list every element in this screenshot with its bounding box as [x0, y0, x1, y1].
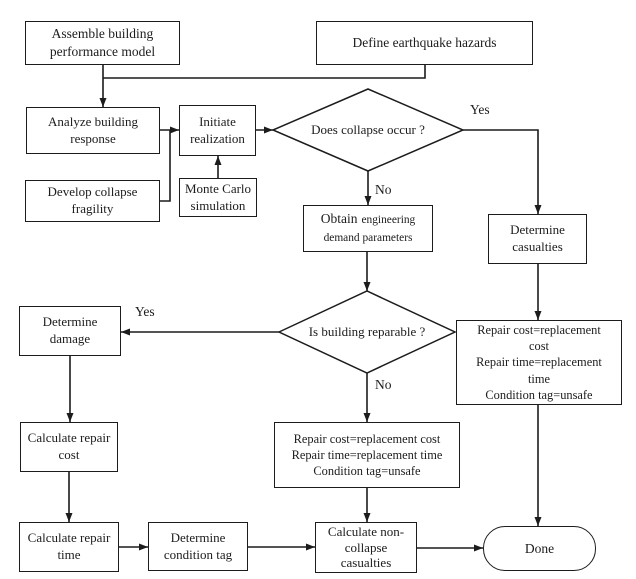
node-develop-collapse-fragility: Develop collapse fragility: [25, 180, 160, 222]
node-label: Repair cost=replacement cost Repair time…: [476, 323, 602, 402]
node-label-word: engineering: [361, 214, 416, 227]
node-label: Initiate realization: [190, 113, 245, 146]
node-label: Determine condition tag: [163, 529, 233, 562]
edge-label-reparable-yes: Yes: [135, 304, 155, 319]
node-assemble-building-performance-model: Assemble building performance model: [25, 21, 180, 65]
node-label: Monte Carlo simulation: [184, 180, 252, 213]
node-label: Calculate repair time: [27, 530, 111, 562]
node-label: Done: [524, 540, 555, 556]
node-label: Calculate non- collapse casualties: [327, 523, 405, 571]
node-repair-unsafe-center: Repair cost=replacement cost Repair time…: [274, 422, 460, 488]
node-label: Define earthquake hazards: [352, 35, 497, 51]
node-calculate-non-collapse-casualties: Calculate non- collapse casualties: [315, 522, 417, 573]
edge-fragility-to-junction: [160, 130, 171, 202]
node-initiate-realization: Initiate realization: [179, 105, 256, 156]
edge-label-collapse-yes: Yes: [470, 102, 490, 117]
node-calculate-repair-cost: Calculate repair cost: [20, 422, 118, 472]
decision-does-collapse-occur-label: Does collapse occur ?: [278, 120, 458, 140]
node-label-line: demand parameters: [323, 232, 413, 245]
node-determine-damage: Determine damage: [19, 306, 121, 356]
node-determine-condition-tag: Determine condition tag: [148, 522, 248, 571]
node-label: Assemble building performance model: [49, 26, 156, 59]
node-calculate-repair-time: Calculate repair time: [19, 522, 119, 572]
node-repair-unsafe-right: Repair cost=replacement cost Repair time…: [456, 320, 622, 405]
node-label-word: Obtain: [320, 211, 358, 227]
edge-label-collapse-no: No: [375, 182, 392, 197]
node-label: Repair cost=replacement cost Repair time…: [291, 431, 443, 479]
node-monte-carlo-simulation: Monte Carlo simulation: [179, 178, 257, 217]
node-label: Determine damage: [42, 314, 98, 346]
decision-label: Is building reparable ?: [308, 324, 426, 339]
node-define-earthquake-hazards: Define earthquake hazards: [316, 21, 533, 65]
edge-collapse-yes-to-casualties: [463, 129, 542, 214]
node-label: Calculate repair cost: [27, 430, 111, 462]
terminator-done: Done: [483, 526, 596, 571]
decision-is-building-reparable-shape: [277, 290, 457, 374]
edge-label-reparable-no: No: [375, 377, 392, 392]
decision-is-building-reparable-label: Is building reparable ?: [277, 322, 457, 342]
node-label: Develop collapse fragility: [47, 184, 138, 216]
decision-label: Does collapse occur ?: [311, 122, 425, 137]
node-label: Determine casualties: [510, 222, 565, 254]
edge-define-to-junction: [103, 65, 426, 79]
node-analyze-building-response: Analyze building response: [26, 107, 160, 154]
decision-does-collapse-occur-shape: [271, 88, 465, 172]
node-label: Analyze building response: [48, 113, 138, 146]
node-determine-casualties: Determine casualties: [488, 214, 587, 264]
